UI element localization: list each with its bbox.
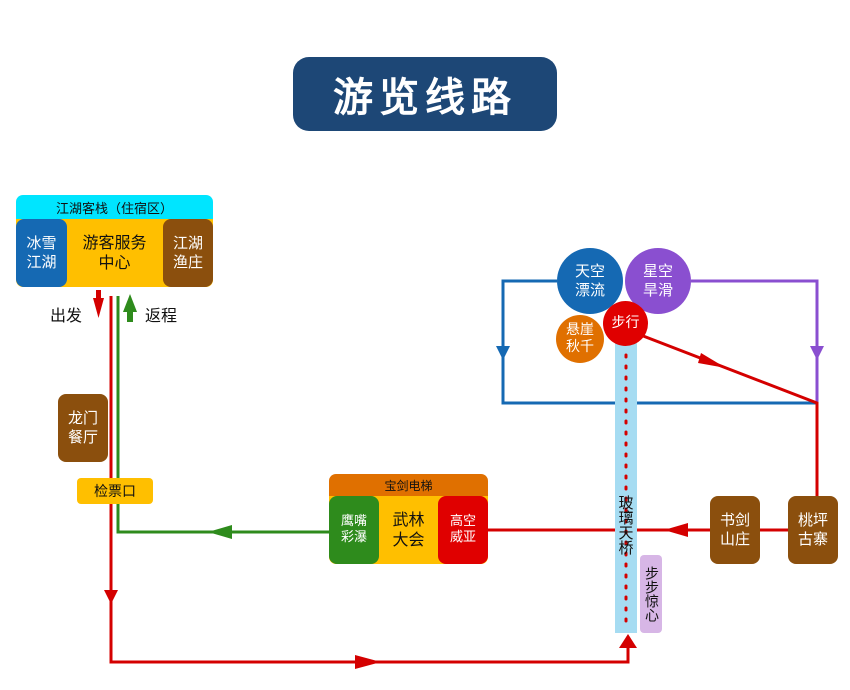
spot-longmen-restaurant: 龙门 餐厅	[58, 394, 108, 462]
spot-high-altitude-wire: 高空 威亚	[438, 496, 488, 564]
ticket-gate: 检票口	[77, 478, 153, 504]
spot-eagle-beak-waterfall: 鹰嘴 彩瀑	[329, 496, 379, 564]
glass-bridge-bar	[615, 325, 637, 633]
red-arrow-down-2	[104, 590, 118, 604]
red-arrow-shaft-1	[96, 290, 101, 302]
green-route-line	[116, 296, 329, 534]
purple-arrow	[810, 346, 824, 360]
spot-cliff-swing: 悬崖 秋千	[556, 315, 604, 363]
red-arrow-diagonal	[698, 353, 726, 368]
purple-route-line	[691, 279, 819, 403]
red-arrow-up	[619, 634, 637, 648]
spot-ice-jianghu: 冰雪 江湖	[16, 219, 67, 287]
green-arrow-up	[123, 294, 137, 312]
spot-walking: 步行	[603, 301, 648, 346]
spot-taoping-village: 桃坪 古寨	[788, 496, 838, 564]
spot-shujian-manor: 书剑 山庄	[710, 496, 760, 564]
green-arrow-shaft	[127, 310, 133, 322]
glass-bridge-dots	[624, 353, 628, 627]
spot-sky-rafting: 天空 漂流	[557, 248, 623, 314]
spot-bubu-jingxin: 步步惊心	[640, 555, 662, 633]
blue-route-line	[501, 279, 817, 405]
elevator-header: 宝剑电梯	[329, 474, 488, 496]
depart-label: 出发	[50, 306, 83, 325]
spot-jianghu-fishing-village: 江湖 渔庄	[163, 219, 213, 287]
red-arrow-left	[664, 523, 688, 537]
blue-arrow	[496, 346, 510, 360]
green-arrow-left	[208, 525, 232, 539]
red-arrow-down-1	[93, 298, 104, 318]
page-title: 游览线路	[293, 57, 557, 131]
red-diagonal-line	[637, 332, 819, 496]
glass-bridge-label: 玻璃天桥	[616, 495, 635, 555]
return-label: 返程	[145, 306, 178, 325]
inn-header: 江湖客栈（住宿区）	[16, 195, 213, 219]
red-arrow-right	[355, 655, 381, 669]
